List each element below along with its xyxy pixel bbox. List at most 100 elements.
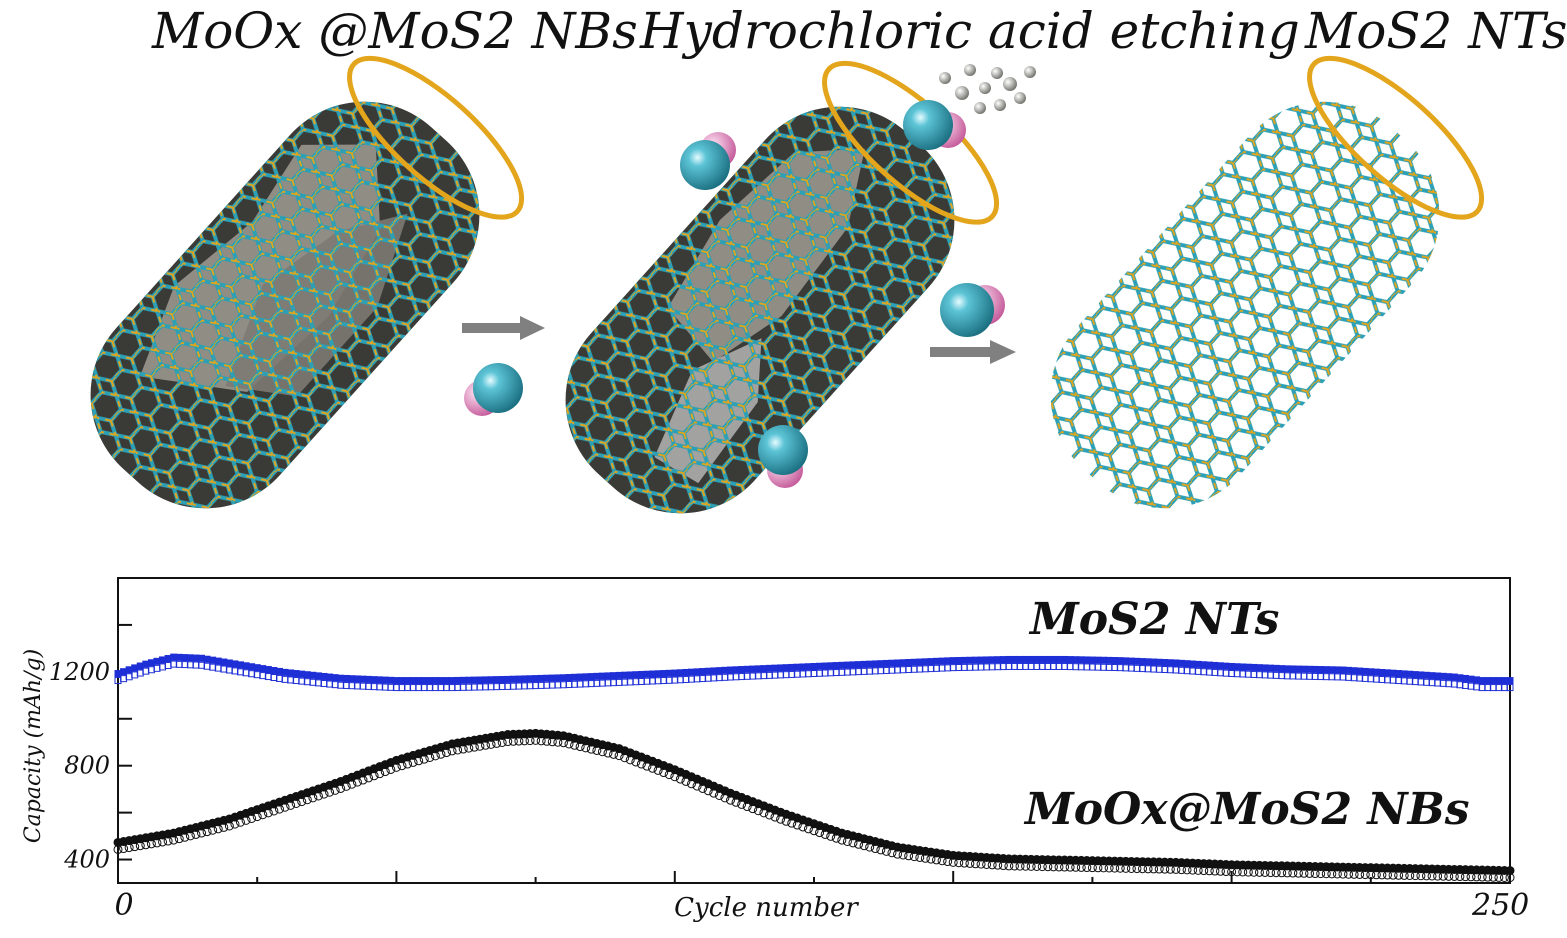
data-point: [313, 791, 323, 801]
data-point: [364, 773, 374, 783]
data-point: [703, 786, 713, 796]
data-point: [1394, 870, 1404, 880]
data-point: [553, 737, 563, 747]
data-point: [870, 844, 880, 854]
data-point: [1154, 864, 1164, 874]
data-point: [503, 737, 513, 747]
data-point: [1071, 862, 1081, 872]
data-point: [904, 851, 914, 861]
data-point: [675, 774, 685, 784]
data-point: [1455, 872, 1465, 882]
data-point: [742, 802, 752, 812]
data-point: [725, 795, 735, 805]
data-point: [603, 748, 613, 758]
data-point: [497, 737, 507, 747]
data-point: [330, 785, 340, 795]
data-point: [336, 783, 346, 793]
data-point: [687, 779, 697, 789]
data-point: [1126, 863, 1136, 873]
data-point: [308, 793, 318, 803]
data-point: [1321, 869, 1331, 879]
released-atoms-icon: [939, 64, 1036, 114]
data-point: [469, 742, 479, 752]
data-point: [1427, 871, 1437, 881]
data-point: [1043, 862, 1053, 872]
data-point: [1054, 862, 1064, 872]
data-point: [1104, 863, 1114, 873]
data-point: [575, 742, 585, 752]
data-point: [998, 861, 1008, 871]
data-point: [486, 739, 496, 749]
data-point: [347, 779, 357, 789]
data-point: [430, 751, 440, 761]
data-point: [965, 858, 975, 868]
data-point: [202, 827, 212, 837]
data-point: [1165, 864, 1175, 874]
data-point: [1199, 866, 1209, 876]
data-point: [185, 831, 195, 841]
data-point: [842, 836, 852, 846]
hcl-molecule-icon: [758, 425, 808, 488]
data-point: [542, 736, 552, 746]
data-point: [269, 806, 279, 816]
data-point: [737, 799, 747, 809]
data-point: [1171, 864, 1181, 874]
data-point: [1366, 870, 1376, 880]
data-point: [174, 834, 184, 844]
data-point: [1099, 863, 1109, 873]
data-point: [1349, 869, 1359, 879]
data-point: [352, 777, 362, 787]
data-point: [1160, 864, 1170, 874]
data-point: [803, 824, 813, 834]
data-point: [113, 844, 123, 854]
data-point: [1238, 867, 1248, 877]
data-point: [230, 819, 240, 829]
data-point: [1143, 864, 1153, 874]
data-point: [787, 818, 797, 828]
data-point: [391, 762, 401, 772]
data-point: [1115, 863, 1125, 873]
data-point: [848, 838, 858, 848]
data-point: [191, 829, 201, 839]
data-point: [475, 741, 485, 751]
data-point: [1505, 866, 1515, 876]
data-point: [508, 736, 518, 746]
data-point: [1087, 863, 1097, 873]
data-point: [1009, 861, 1019, 871]
data-point: [403, 759, 413, 769]
data-point: [926, 854, 936, 864]
data-point: [720, 793, 730, 803]
data-point: [235, 817, 245, 827]
data-point: [1477, 872, 1487, 882]
data-point: [1215, 866, 1225, 876]
series-label-moox-nbs: MoOx@MoS2 NBs: [1023, 784, 1470, 835]
data-point: [453, 745, 463, 755]
data-point: [1182, 865, 1192, 875]
data-point: [659, 768, 669, 778]
data-point: [614, 751, 624, 761]
data-point: [208, 825, 218, 835]
data-point: [1310, 869, 1320, 879]
data-point: [124, 843, 134, 853]
data-point: [959, 858, 969, 868]
data-point: [358, 775, 368, 785]
data-point: [1210, 866, 1220, 876]
data-point: [570, 740, 580, 750]
data-point: [414, 756, 424, 766]
data-point: [876, 845, 886, 855]
title-mos2-nts: MoS2 NTs: [1305, 2, 1567, 60]
data-point: [753, 806, 763, 816]
data-point: [291, 798, 301, 808]
data-point: [1388, 870, 1398, 880]
data-point: [1488, 872, 1498, 882]
data-point: [692, 781, 702, 791]
data-point: [581, 743, 591, 753]
data-point: [408, 757, 418, 767]
data-point: [1338, 869, 1348, 879]
data-point: [1360, 870, 1370, 880]
data-point: [859, 841, 869, 851]
data-point: [792, 820, 802, 830]
data-point: [224, 821, 234, 831]
